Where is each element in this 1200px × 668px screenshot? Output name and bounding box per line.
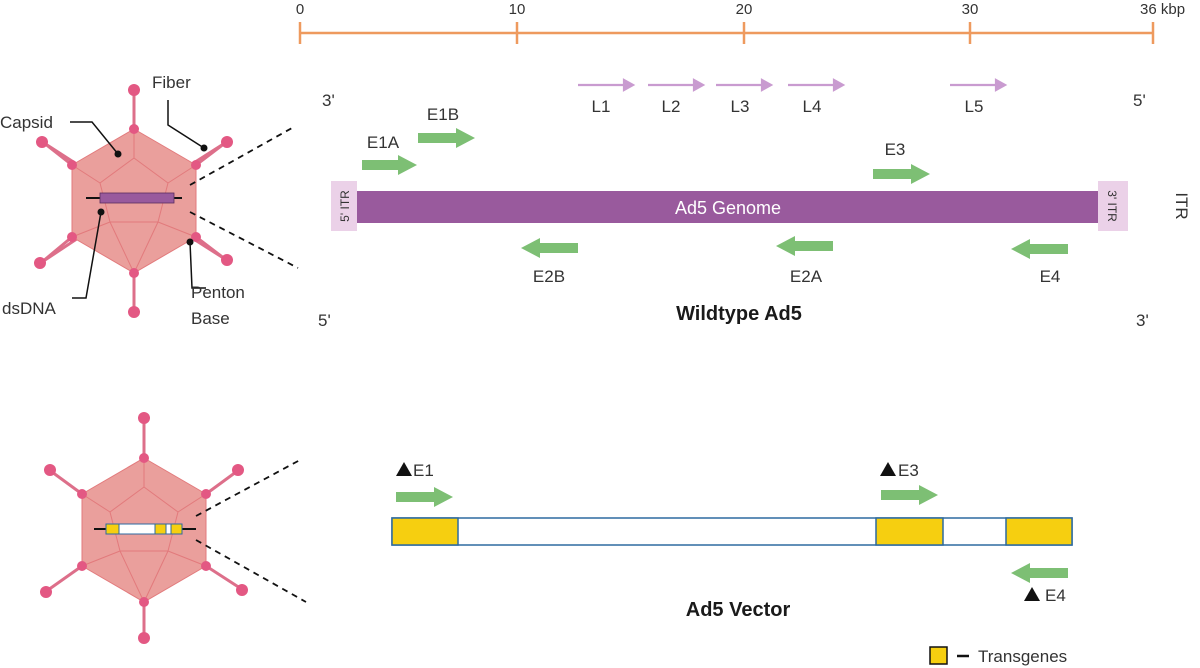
- label-deleted-e4: E4: [1045, 586, 1066, 605]
- arrow-e2a: [776, 236, 833, 256]
- itr-side-label: ITR: [1172, 192, 1191, 219]
- legend: Transgenes: [929, 646, 1067, 666]
- early-forward-arrows: [362, 128, 930, 184]
- callout-dots: [97, 144, 208, 246]
- vector-bar: [391, 517, 1073, 546]
- label-deleted-e1: E1: [413, 461, 434, 480]
- label-fiber: Fiber: [152, 73, 191, 92]
- deletion-marker-e1: [396, 462, 412, 476]
- label-l3: L3: [731, 97, 750, 116]
- scale-label-20: 20: [736, 1, 753, 18]
- label-l4: L4: [803, 97, 822, 116]
- itr-right-label: 3' ITR: [1105, 190, 1119, 222]
- label-dsdna: dsDNA: [2, 299, 57, 318]
- label-e1a: E1A: [367, 133, 400, 152]
- wildtype-genome-map: 3' 5' 5' 3' L1 L2 L3 L4 L5 E1A E1B E3 Ad…: [318, 78, 1191, 330]
- scale-label-0: 0: [296, 1, 304, 18]
- virion-wildtype: Fiber Capsid dsDNA Penton Base: [0, 73, 245, 328]
- vector-title: Ad5 Vector: [686, 599, 791, 621]
- end-label-top-left: 3': [322, 91, 335, 110]
- vector-fiber-group: [47, 420, 241, 636]
- legend-transgenes-label: Transgenes: [978, 647, 1067, 666]
- itr-left-box: [331, 181, 357, 231]
- arrow-e1a: [362, 155, 417, 175]
- virion-callouts: [70, 100, 206, 299]
- capsid-facets: [71, 129, 197, 274]
- label-l5: L5: [965, 97, 984, 116]
- wildtype-title: Wildtype Ad5: [676, 303, 802, 325]
- vector-penton-bases: [77, 453, 211, 607]
- end-label-bottom-right: 3': [1136, 311, 1149, 330]
- late-transcript-arrows: [578, 78, 1008, 92]
- virion-vector: [40, 412, 248, 644]
- scale-label-10: 10: [509, 1, 526, 18]
- label-e2b: E2B: [533, 267, 565, 286]
- vector-arrow-e3: [881, 485, 938, 505]
- arrow-e4-wt: [1011, 239, 1068, 259]
- vector-transgene-block: [1005, 517, 1073, 546]
- scale-bar: 0 10 20 30 36 kbp: [296, 1, 1185, 44]
- vector-arrow-e4: [1011, 563, 1068, 583]
- vector-arrow-e1: [396, 487, 453, 507]
- penton-bases: [67, 124, 201, 278]
- label-e4-wt: E4: [1040, 267, 1061, 286]
- scale-unit-label: 36 kbp: [1140, 1, 1185, 18]
- vector-dsdna-transgene: [154, 523, 167, 535]
- end-label-top-right: 5': [1133, 91, 1146, 110]
- arrow-e3: [873, 164, 930, 184]
- label-l2: L2: [662, 97, 681, 116]
- label-penton-line1: Penton: [191, 283, 245, 302]
- vector-dsdna-transgene: [170, 523, 183, 535]
- genome-label: Ad5 Genome: [675, 198, 781, 218]
- vector-transgene-block: [391, 517, 459, 546]
- legend-transgene-swatch: [929, 646, 948, 665]
- label-e1b: E1B: [427, 105, 459, 124]
- label-capsid: Capsid: [0, 113, 53, 132]
- label-l1: L1: [592, 97, 611, 116]
- label-penton-line2: Base: [191, 309, 230, 328]
- label-e3: E3: [885, 140, 906, 159]
- vector-fiber-knobs: [40, 412, 248, 644]
- end-label-bottom-left: 5': [318, 311, 331, 330]
- zoom-lines-top: [189, 127, 299, 269]
- fiber-knobs: [34, 84, 233, 318]
- dsdna-genome: [99, 192, 175, 204]
- itr-left-label: 5' ITR: [338, 190, 352, 222]
- zoom-lines-bottom: [195, 459, 307, 603]
- arrow-e2b: [521, 238, 578, 258]
- deletion-marker-e3: [880, 462, 896, 476]
- genome-bar: [357, 191, 1098, 223]
- fiber-shafts: [41, 92, 226, 310]
- vector-transgene-block: [875, 517, 944, 546]
- vector-forward-arrows: [396, 485, 938, 507]
- scale-label-30: 30: [962, 1, 979, 18]
- label-e2a: E2A: [790, 267, 823, 286]
- vector-genome-map: E1 E3 E4 Ad5 Vector: [391, 461, 1073, 621]
- itr-right-box: [1098, 181, 1128, 231]
- early-reverse-arrows: [521, 236, 1068, 259]
- deletion-marker-e4: [1024, 587, 1040, 601]
- arrow-e1b: [418, 128, 475, 148]
- label-deleted-e3: E3: [898, 461, 919, 480]
- vector-dsdna-transgene: [105, 523, 120, 535]
